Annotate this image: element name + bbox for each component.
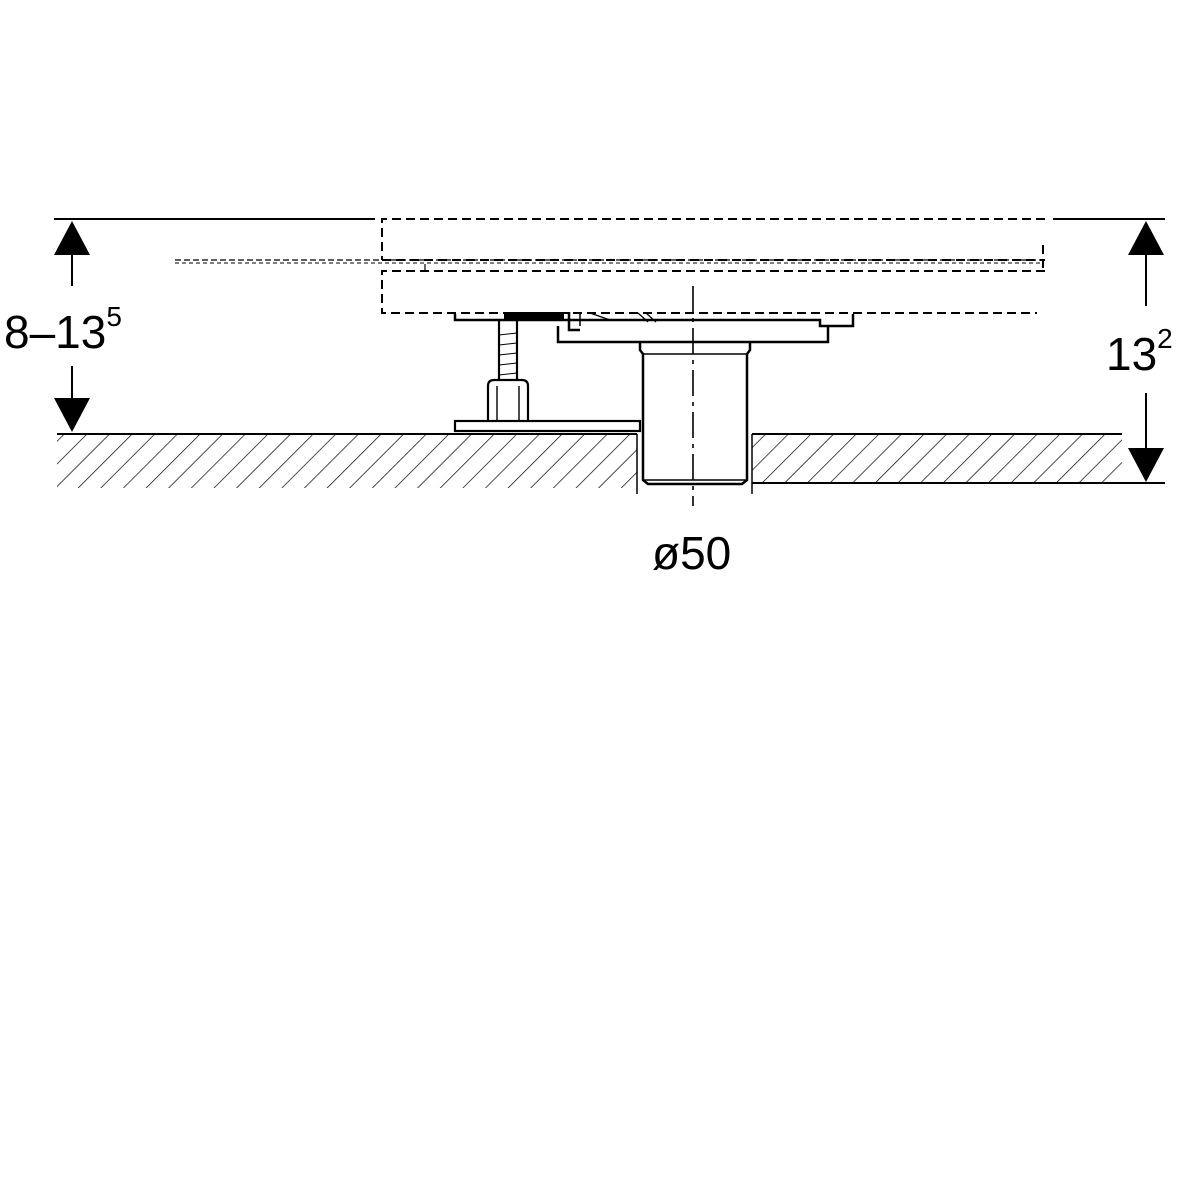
right-dimension-arrow <box>1128 221 1164 482</box>
shower-tray-outline <box>381 218 1045 314</box>
right-height-superscript: 2 <box>1157 323 1173 354</box>
diameter-label: ø50 <box>652 527 731 579</box>
right-height-label: 132 <box>1106 323 1173 380</box>
left-height-superscript: 5 <box>106 301 122 332</box>
left-dimension-arrow <box>54 221 90 432</box>
floor-slab <box>57 433 1122 494</box>
adjustable-foot <box>453 312 642 433</box>
drain-pipe <box>638 342 752 486</box>
top-reference-lines <box>54 218 1165 484</box>
left-height-label: 8–135 <box>4 301 122 358</box>
left-height-value: 8–13 <box>4 306 106 358</box>
right-height-value: 13 <box>1106 328 1157 380</box>
tile-layer-line <box>175 259 1042 271</box>
